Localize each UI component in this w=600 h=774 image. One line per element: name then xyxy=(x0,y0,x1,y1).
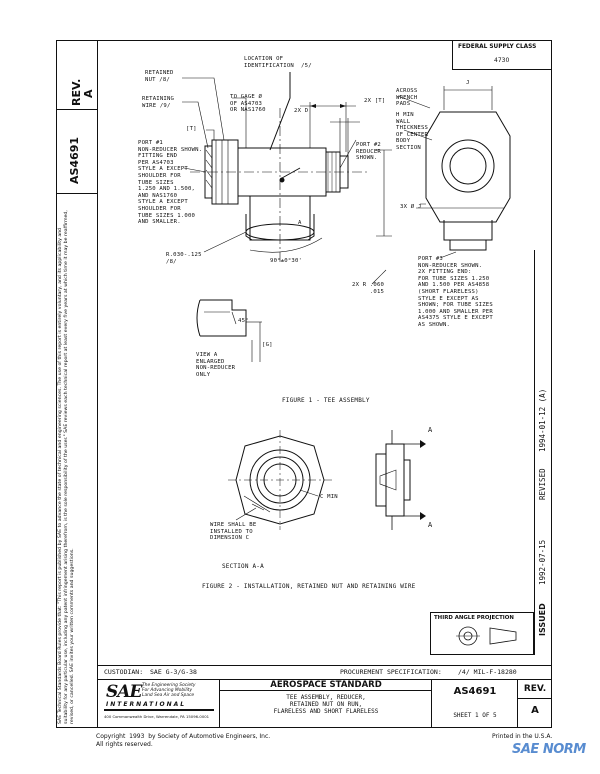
procurement-value: /4/ MIL-F-18280 xyxy=(458,668,517,676)
rev-cell-top xyxy=(518,679,552,699)
standard-type: AEROSPACE STANDARD xyxy=(270,680,382,690)
custodian-label: CUSTODIAN: xyxy=(104,668,144,676)
custodian-value: SAE G-3/G-38 xyxy=(150,668,197,676)
title-block xyxy=(98,679,552,728)
label-2x-d: 2X D xyxy=(294,108,309,114)
procurement-label: PROCUREMENT SPECIFICATION: xyxy=(340,668,442,676)
sae-address: 400 Commonwealth Drive, Warrendale, PA 1… xyxy=(104,714,210,719)
label-location: LOCATION OF IDENTIFICATION /5/ xyxy=(244,56,312,69)
label-port1: PORT #1 NON-REDUCER SHOWN. FITTING END P… xyxy=(138,140,203,226)
fsc-box xyxy=(452,40,552,70)
side-header-rev-box xyxy=(56,40,98,110)
label-a-bottom: A xyxy=(428,521,433,529)
label-a-marker: A xyxy=(298,220,302,226)
sae-logo: SAE xyxy=(106,682,142,702)
label-2x-t: 2X [T] xyxy=(364,98,386,104)
fig2-side-view xyxy=(385,443,405,517)
projection-box xyxy=(430,612,534,655)
figure1-caption: FIGURE 1 - TEE ASSEMBLY xyxy=(282,397,370,404)
label-radius: R.030-.125 /8/ xyxy=(166,252,202,265)
document-title: TEE ASSEMBLY, REDUCER, RETAINED NUT ON R… xyxy=(273,694,379,715)
watermark: SAE NORM xyxy=(512,742,586,757)
label-view-a: VIEW A ENLARGED NON-REDUCER ONLY xyxy=(196,352,236,378)
label-a-top: A xyxy=(428,426,433,434)
label-h-min-wall: H MIN WALL THICKNESS OF CENTER BODY SECT… xyxy=(396,112,429,151)
copyright: Copyright 1993 by Society of Automotive … xyxy=(96,733,271,748)
label-3x-j: 3X Ø J xyxy=(400,204,422,210)
label-j-dim: J xyxy=(466,80,470,86)
label-angle: 90°±0°30' xyxy=(270,258,303,264)
label-section: SECTION A-A xyxy=(222,563,264,570)
figure2-caption: FIGURE 2 - INSTALLATION, RETAINED NUT AN… xyxy=(202,583,416,590)
projection-label: THIRD ANGLE PROJECTION xyxy=(434,615,514,621)
hex-side-view xyxy=(425,111,511,223)
printed-in: Printed in the U.S.A. xyxy=(492,733,553,740)
label-wire-note: WIRE SHALL BE INSTALLED TO DIMENSION C xyxy=(210,522,257,542)
title-rev-label: REV. xyxy=(523,684,547,694)
label-retaining-wire: RETAINING WIRE /9/ xyxy=(142,96,175,109)
logo-cell xyxy=(98,679,220,728)
label-t-dim: [T] xyxy=(186,126,197,132)
fsc-title: FEDERAL SUPPLY CLASS xyxy=(458,44,537,50)
view-a-detail xyxy=(200,299,247,337)
docnum-cell xyxy=(432,679,518,728)
title-cell xyxy=(220,679,432,728)
label-retained-nut: RETAINED NUT /8/ xyxy=(145,70,174,83)
label-port2: PORT #2 REDUCER SHOWN. xyxy=(356,142,381,162)
custodian-row xyxy=(98,665,552,679)
date-strip xyxy=(534,250,552,655)
sae-rule xyxy=(104,709,214,711)
title-divider xyxy=(220,690,432,691)
drawing-frame xyxy=(56,40,552,728)
label-g-dim: [G] xyxy=(262,342,273,348)
label-across-wrench: ACROSS WRENCH PADS xyxy=(396,88,418,108)
title-doc-number: AS4691 xyxy=(453,686,497,697)
side-header-num-box xyxy=(56,110,98,194)
title-rev-value: A xyxy=(531,705,539,716)
side-header-column xyxy=(56,40,98,728)
label-gage: TO GAGE Ø OF AS4703 OR NAS1760 xyxy=(230,94,266,114)
sae-international: INTERNATIONAL xyxy=(106,701,187,708)
third-angle-symbol xyxy=(456,626,517,646)
section-aa-hex xyxy=(235,435,325,525)
fsc-value: 4730 xyxy=(494,57,510,64)
label-port3: PORT #3 NON-REDUCER SHOWN. 2X FITTING EN… xyxy=(418,256,493,328)
label-45: 45° xyxy=(238,318,249,324)
label-c-min: C MIN xyxy=(320,494,338,500)
label-2x-r: 2X R .060 .015 xyxy=(352,282,385,295)
sae-tagline: The Engineering Society For Advancing Mo… xyxy=(142,683,196,698)
title-sheet: SHEET 1 OF 5 xyxy=(453,712,497,719)
